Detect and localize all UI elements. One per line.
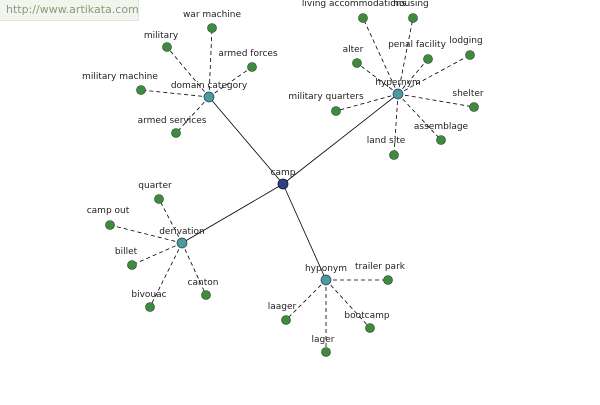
center-node-label: camp xyxy=(271,168,296,178)
leaf-node[interactable] xyxy=(365,323,375,333)
leaf-node-label: bivouac xyxy=(131,290,166,300)
leaf-node[interactable] xyxy=(145,302,155,312)
leaf-node[interactable] xyxy=(171,128,181,138)
leaf-node-label: living accommodations xyxy=(302,0,407,9)
edge-center-to-hyponym xyxy=(282,183,327,281)
leaf-node-label: shelter xyxy=(452,89,483,99)
leaf-node-label: war machine xyxy=(183,10,242,20)
leaf-node[interactable] xyxy=(436,135,446,145)
edge-domain-leaf xyxy=(140,89,210,98)
edges xyxy=(109,17,475,352)
edge-hypernym-top-leaf xyxy=(397,93,475,108)
leaf-node-label: land site xyxy=(367,136,406,146)
nodes xyxy=(105,13,479,357)
leaf-node[interactable] xyxy=(321,347,331,357)
leaf-node-label: housing xyxy=(393,0,429,9)
leaf-node-label: military xyxy=(144,31,179,41)
leaf-node[interactable] xyxy=(154,194,164,204)
relation-node-label: hyponym xyxy=(305,264,347,274)
edge-hypernym-top-leaf xyxy=(397,93,442,141)
center-node-camp[interactable] xyxy=(277,178,289,190)
leaf-node[interactable] xyxy=(469,102,479,112)
leaf-node[interactable] xyxy=(389,150,399,160)
edge-hypernym-top-leaf xyxy=(393,93,399,156)
leaf-node[interactable] xyxy=(408,13,418,23)
edge-derivation-leaf xyxy=(149,242,183,308)
edge-hypernym-top-leaf xyxy=(397,17,414,95)
relation-node-hypernym-top[interactable] xyxy=(392,88,404,100)
leaf-node[interactable] xyxy=(162,42,172,52)
relation-node-label: domain category xyxy=(171,81,248,91)
edge-center-to-domain xyxy=(208,96,284,185)
edge-domain-leaf xyxy=(208,27,213,98)
leaf-node-label: military machine xyxy=(82,72,158,82)
edge-derivation-leaf xyxy=(131,242,183,266)
relation-node-derivation[interactable] xyxy=(176,237,188,249)
leaf-node-label: billet xyxy=(115,247,138,257)
edge-domain-leaf xyxy=(166,46,210,98)
edge-center-to-derivation xyxy=(181,183,284,244)
leaf-node-label: laager xyxy=(268,302,297,312)
relation-node-label: derivation xyxy=(159,227,205,237)
leaf-node[interactable] xyxy=(281,315,291,325)
edge-hypernym-top-leaf xyxy=(335,93,399,112)
edge-derivation-leaf xyxy=(158,198,183,244)
edge-domain-leaf xyxy=(208,66,253,98)
leaf-node[interactable] xyxy=(201,290,211,300)
leaf-node[interactable] xyxy=(136,85,146,95)
leaf-node[interactable] xyxy=(105,220,115,230)
edge-domain-leaf xyxy=(175,96,210,134)
leaf-node[interactable] xyxy=(352,58,362,68)
leaf-node-label: canton xyxy=(188,278,219,288)
edge-derivation-leaf xyxy=(181,242,207,296)
edge-hypernym-top-leaf xyxy=(356,62,399,95)
leaf-node-label: lager xyxy=(312,335,335,345)
leaf-node-label: quarter xyxy=(138,181,172,191)
leaf-node[interactable] xyxy=(207,23,217,33)
relation-node-hyponym[interactable] xyxy=(320,274,332,286)
leaf-node[interactable] xyxy=(465,50,475,60)
leaf-node-label: bootcamp xyxy=(344,311,389,321)
leaf-node-label: military quarters xyxy=(288,92,364,102)
leaf-node[interactable] xyxy=(247,62,257,72)
leaf-node-label: armed forces xyxy=(218,49,278,59)
watermark-text: http://www.artikata.com xyxy=(6,3,139,16)
edge-hyponym-leaf xyxy=(325,279,371,329)
leaf-node-label: lodging xyxy=(449,36,482,46)
edge-hypernym-top-leaf xyxy=(397,58,429,95)
leaf-node-label: assemblage xyxy=(414,122,469,132)
leaf-node[interactable] xyxy=(423,54,433,64)
leaf-node[interactable] xyxy=(127,260,137,270)
leaf-node[interactable] xyxy=(358,13,368,23)
watermark-banner: http://www.artikata.com xyxy=(0,0,139,21)
relation-node-label: hypernym xyxy=(375,78,421,88)
leaf-node-label: camp out xyxy=(87,206,130,216)
leaf-node[interactable] xyxy=(383,275,393,285)
relation-node-domain[interactable] xyxy=(203,91,215,103)
leaf-node-label: alter xyxy=(343,45,364,55)
edge-center-to-hypernym-top xyxy=(282,93,399,185)
leaf-node-label: trailer park xyxy=(355,262,406,272)
leaf-node-label: armed services xyxy=(138,116,207,126)
leaf-node-label: penal facility xyxy=(388,40,446,50)
edge-hyponym-leaf xyxy=(285,279,327,321)
labels: camp war machine military armed forces milit… xyxy=(82,0,484,345)
leaf-node[interactable] xyxy=(331,106,341,116)
edge-derivation-leaf xyxy=(109,224,183,244)
